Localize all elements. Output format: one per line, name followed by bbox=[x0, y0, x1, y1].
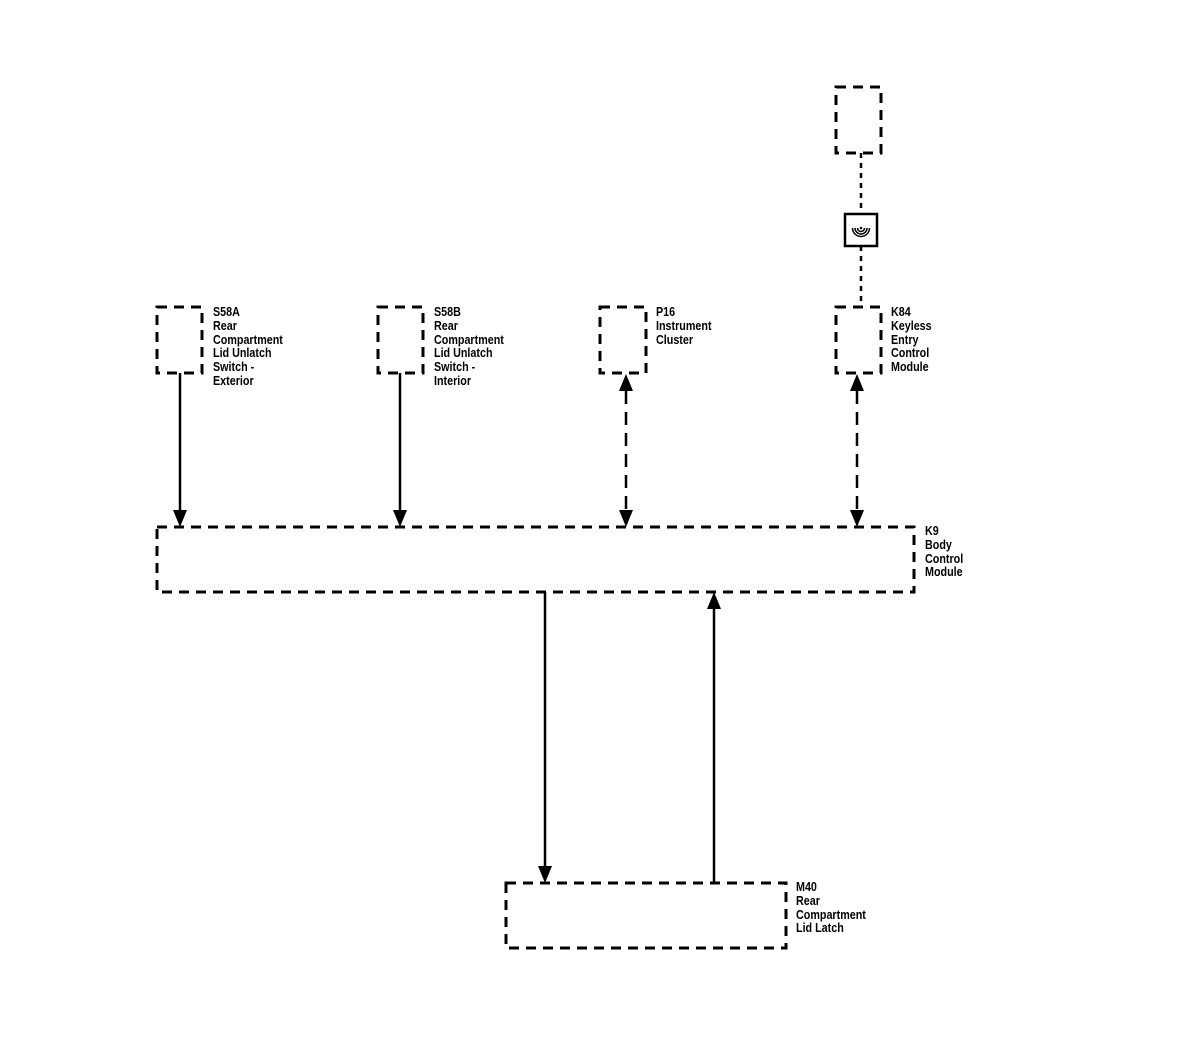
s58a-id: S58A bbox=[213, 305, 240, 319]
k9-id: K9 bbox=[925, 524, 939, 538]
k84-line-3: Control bbox=[891, 346, 930, 361]
p16-arrow-up bbox=[619, 374, 633, 391]
k84-arrow-up bbox=[850, 374, 864, 391]
s58b-arrow-down bbox=[393, 510, 407, 527]
k9-box bbox=[155, 525, 916, 594]
s58b-line-3: Lid Unlatch bbox=[434, 346, 493, 361]
s58b-box bbox=[376, 305, 425, 375]
k84-line-4: Module bbox=[891, 360, 929, 375]
p16-id: P16 bbox=[656, 305, 676, 319]
m40-id: M40 bbox=[796, 880, 817, 894]
s58b-line-4: Switch - bbox=[434, 360, 476, 375]
s58a-line-1: Rear bbox=[213, 318, 237, 333]
s58b-line-1: Rear bbox=[434, 318, 458, 333]
s58a-line-5: Exterior bbox=[213, 373, 254, 388]
s58a-box bbox=[155, 305, 204, 375]
m40-line-1: Rear bbox=[796, 893, 820, 908]
s58a-line-4: Switch - bbox=[213, 360, 255, 375]
s58b-line-2: Compartment bbox=[434, 332, 504, 347]
key-fob-box bbox=[834, 85, 883, 155]
k84-arrow-down bbox=[850, 510, 864, 527]
k9-label: K9 Body Control Module bbox=[925, 524, 964, 580]
k84-line-2: Entry bbox=[891, 332, 919, 347]
k84-line-1: Keyless bbox=[891, 318, 932, 333]
s58a-label: S58A Rear Compartment Lid Unlatch Switch… bbox=[213, 305, 283, 389]
k84-box bbox=[834, 305, 883, 375]
s58b-label: S58B Rear Compartment Lid Unlatch Switch… bbox=[434, 305, 504, 389]
k9-line-3: Module bbox=[925, 565, 963, 580]
wireless-signal-icon bbox=[843, 212, 879, 248]
k84-id: K84 bbox=[891, 305, 911, 319]
p16-line-2: Cluster bbox=[656, 332, 694, 347]
m40-box bbox=[504, 881, 788, 950]
p16-line-1: Instrument bbox=[656, 318, 712, 333]
p16-box bbox=[598, 305, 648, 375]
s58a-line-2: Compartment bbox=[213, 332, 283, 347]
k9-line-1: Body bbox=[925, 537, 952, 552]
s58a-arrow-down bbox=[173, 510, 187, 527]
m40-line-3: Lid Latch bbox=[796, 921, 844, 936]
m40-line-2: Compartment bbox=[796, 907, 866, 922]
latch-status-arrow-up bbox=[707, 592, 721, 609]
k9-line-2: Control bbox=[925, 551, 964, 566]
s58b-id: S58B bbox=[434, 305, 461, 319]
latch-command-arrow-down bbox=[538, 866, 552, 883]
s58a-line-3: Lid Unlatch bbox=[213, 346, 272, 361]
s58b-line-5: Interior bbox=[434, 373, 472, 388]
p16-arrow-down bbox=[619, 510, 633, 527]
p16-label: P16 Instrument Cluster bbox=[656, 305, 712, 347]
m40-label: M40 Rear Compartment Lid Latch bbox=[796, 880, 866, 936]
k84-label: K84 Keyless Entry Control Module bbox=[891, 305, 932, 375]
